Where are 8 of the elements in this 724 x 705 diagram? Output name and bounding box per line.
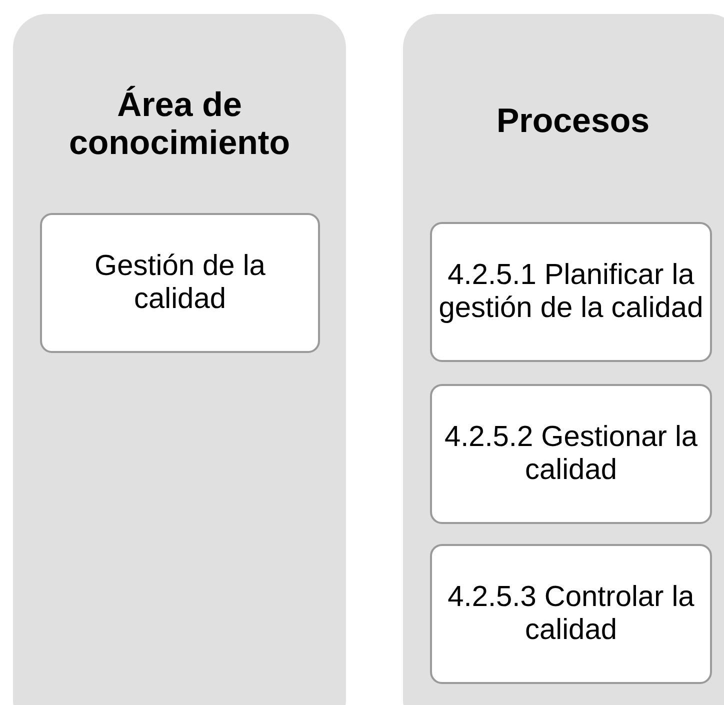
process-box: 4.2.5.2 Gestionar la calidad	[430, 384, 712, 524]
panel-title: Área de conocimiento	[68, 86, 292, 162]
panel-background	[13, 14, 346, 705]
knowledge-area-box: Gestión de la calidad	[40, 213, 320, 353]
panel-title: Procesos	[495, 102, 651, 140]
process-box: 4.2.5.3 Controlar la calidad	[430, 544, 712, 684]
process-box: 4.2.5.1 Planificar la gestión de la calidad	[430, 222, 712, 362]
panel-background	[403, 14, 724, 705]
